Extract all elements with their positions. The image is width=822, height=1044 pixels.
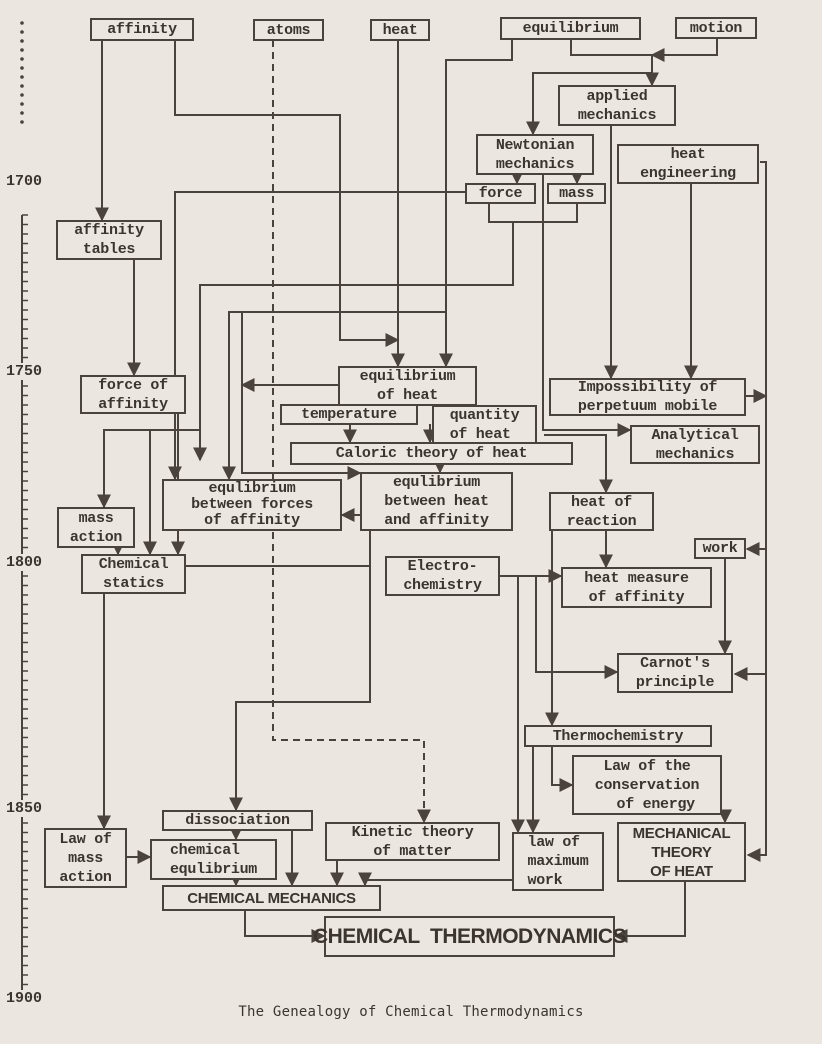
link-force-massaction bbox=[97, 429, 199, 509]
link-equilibrium-eqheat bbox=[439, 39, 513, 368]
timeline-dot bbox=[20, 21, 24, 25]
node-chemical-equilibrium: chemical equlibrium bbox=[150, 839, 277, 880]
year-1750: 1750 bbox=[4, 363, 43, 380]
node-temperature: temperature bbox=[280, 404, 418, 425]
node-eq-forces-affinity: equlibrium between forces of affinity bbox=[162, 479, 342, 531]
node-law-mass-action: Law of mass action bbox=[44, 828, 127, 888]
link-force-eqforces bbox=[168, 191, 465, 481]
node-work: work bbox=[694, 538, 746, 559]
node-heat-of-reaction: heat of reaction bbox=[549, 492, 654, 531]
node-quantity-of-heat: quantity of heat bbox=[432, 405, 537, 445]
timeline-dot bbox=[20, 102, 24, 106]
timeline-dot bbox=[20, 93, 24, 97]
year-1900: 1900 bbox=[4, 990, 43, 1007]
timeline-dot bbox=[20, 111, 24, 115]
node-affinity-tables: affinity tables bbox=[56, 220, 162, 260]
timeline-dot bbox=[20, 39, 24, 43]
timeline-dot bbox=[20, 120, 24, 124]
timeline-dot bbox=[20, 84, 24, 88]
diagram-caption: The Genealogy of Chemical Thermodynamics bbox=[238, 1004, 584, 1020]
link-equilibrium-newtonian bbox=[526, 72, 652, 136]
node-atoms: atoms bbox=[253, 19, 324, 41]
node-dissociation: dissociation bbox=[162, 810, 313, 831]
link-eqheat-affinity bbox=[241, 312, 362, 480]
node-thermochemistry: Thermochemistry bbox=[524, 725, 712, 747]
node-conservation-energy: Law of the conservation of energy bbox=[572, 755, 722, 815]
node-mass-action: mass action bbox=[57, 507, 135, 548]
dotted-line bbox=[20, 21, 24, 124]
node-affinity: affinity bbox=[90, 18, 194, 41]
year-1850: 1850 bbox=[4, 800, 43, 817]
node-perpetuum-mobile: Impossibility of perpetuum mobile bbox=[549, 378, 746, 416]
link-newtonian-analytical bbox=[542, 174, 632, 437]
link-mechanical-ct bbox=[613, 881, 686, 943]
link-forcemass-join bbox=[200, 203, 578, 460]
node-heat-measure-affinity: heat measure of affinity bbox=[561, 567, 712, 608]
year-1700: 1700 bbox=[4, 173, 43, 190]
timeline-dot bbox=[20, 57, 24, 61]
node-caloric-theory: Caloric theory of heat bbox=[290, 442, 573, 465]
link-affinity-eqheat bbox=[174, 40, 400, 347]
node-force: force bbox=[465, 183, 536, 204]
node-chemical-statics: Chemical statics bbox=[81, 554, 186, 594]
node-equilibrium: equilibrium bbox=[500, 17, 641, 40]
node-heat: heat bbox=[370, 19, 430, 41]
link-equilibrium-applied bbox=[570, 39, 659, 87]
timeline-dot bbox=[20, 66, 24, 70]
node-eq-heat-affinity: equlibrium between heat and affinity bbox=[360, 472, 513, 531]
link-statics-dissociation bbox=[186, 530, 371, 810]
node-newtonian-mechanics: Newtonian mechanics bbox=[476, 134, 594, 175]
link-heatengineering-mechanical bbox=[746, 161, 767, 862]
timeline-dot bbox=[20, 75, 24, 79]
link-maxwork-cm bbox=[358, 872, 512, 887]
node-kinetic-theory: Kinetic theory of matter bbox=[325, 822, 500, 861]
timeline-dot bbox=[20, 30, 24, 34]
node-mass: mass bbox=[547, 183, 606, 204]
node-heat-engineering: heat engineering bbox=[617, 144, 759, 184]
link-line-312 bbox=[222, 311, 445, 481]
node-mechanical-theory-heat: MECHANICAL THEORY OF HEAT bbox=[617, 822, 746, 882]
link-atoms-kinetic bbox=[272, 40, 431, 824]
timeline-dot bbox=[20, 48, 24, 52]
link-electro-carnot bbox=[535, 576, 619, 679]
node-analytical-mechanics: Analytical mechanics bbox=[630, 425, 760, 464]
node-electrochemistry: Electro- chemistry bbox=[385, 556, 500, 596]
node-equilibrium-of-heat: equilibrium of heat bbox=[338, 366, 477, 406]
node-chemical-mechanics: CHEMICAL MECHANICS bbox=[162, 885, 381, 911]
node-carnot-principle: Carnot's principle bbox=[617, 653, 733, 693]
node-applied-mechanics: applied mechanics bbox=[558, 85, 676, 126]
node-force-of-affinity: force of affinity bbox=[80, 375, 186, 414]
year-1800: 1800 bbox=[4, 554, 43, 571]
timeline-axis bbox=[21, 214, 28, 1005]
node-motion: motion bbox=[675, 17, 757, 39]
link-motion-applied bbox=[650, 38, 718, 62]
link-caloric-reaction bbox=[544, 434, 613, 494]
node-chemical-thermodynamics: CHEMICAL THERMODYNAMICS bbox=[313, 916, 627, 957]
link-cm-ct bbox=[244, 910, 326, 943]
node-law-max-work: law of maximum work bbox=[512, 832, 604, 891]
link-thermochem-conservation bbox=[551, 746, 574, 792]
